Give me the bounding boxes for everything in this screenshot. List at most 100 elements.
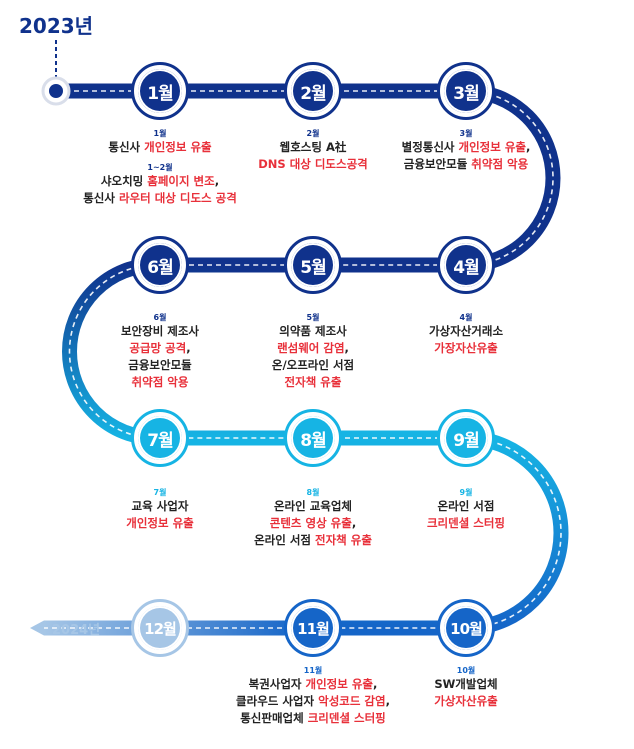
event-line: SW개발업체	[361, 676, 571, 693]
month-node-5: 5월	[284, 236, 342, 294]
end-year-label: 2024년	[52, 623, 101, 638]
month-node-3-label: 3월	[444, 69, 488, 113]
month-node-2-label: 2월	[291, 69, 335, 113]
event-incident-text: 개인정보 유출	[126, 516, 194, 530]
event-target-text: 통신사	[108, 140, 145, 154]
event-incident-text: 홈페이지 변조	[147, 174, 215, 188]
event-month-label: 1월	[153, 129, 167, 138]
event-month-label: 11월	[303, 666, 323, 675]
event-line: 복권사업자 개인정보 유출,	[208, 676, 418, 693]
event-month-label: 1~2월	[147, 163, 173, 172]
event-line: 의약품 제조사	[208, 323, 418, 340]
month-node-7: 7월	[131, 409, 189, 467]
month-node-10: 10월	[437, 599, 495, 657]
event-incident-text: 악성코드 감염	[318, 694, 386, 708]
event-target-text: 통신사	[83, 191, 119, 205]
event-target-text: 온라인 서점	[437, 499, 495, 513]
event-incident-text: 크리덴셜 스터핑	[307, 711, 386, 725]
event-incident-text: 공급망 공격	[129, 341, 187, 355]
event-line: 크리덴셜 스터핑	[361, 515, 571, 532]
month-node-1-label: 1월	[138, 69, 182, 113]
event-target-text: ,	[385, 694, 390, 708]
event-incident-text: 랜섬웨어 감염	[277, 341, 345, 355]
month-node-8: 8월	[284, 409, 342, 467]
event-line: 온라인 서점 전자책 유출	[208, 532, 418, 549]
month-node-8-label: 8월	[291, 416, 335, 460]
event-incident-text: 라우터 대상 디도스 공격	[118, 191, 237, 205]
event-target-text: ,	[526, 140, 531, 154]
start-year-label: 2023년	[19, 14, 94, 38]
event-target-text: 온라인 서점	[254, 533, 315, 547]
month-node-6: 6월	[131, 236, 189, 294]
event-month-label: 8월	[306, 488, 320, 497]
event-incident-text: 취약점 악용	[471, 157, 529, 171]
event-target-text: 금융보안모듈	[403, 157, 472, 171]
event-incident-text: 가상자산유출	[434, 694, 498, 708]
event-target-text: 온라인 교육업체	[273, 499, 353, 513]
month-node-7-label: 7월	[138, 416, 182, 460]
event-line: 온라인 서점	[361, 498, 571, 515]
event-target-text: 클라우드 사업자	[236, 694, 319, 708]
month-node-2: 2월	[284, 62, 342, 120]
start-dot	[49, 84, 63, 98]
event-target-text: 별정통신사	[401, 140, 459, 154]
event-incident-text: 전자책 유출	[315, 533, 372, 547]
event-line: 콘텐츠 영상 유출,	[208, 515, 418, 532]
month-node-11: 11월	[284, 599, 342, 657]
event-line: 교육 사업자	[55, 498, 265, 515]
event-incident-text: 개인정보 유출	[144, 140, 212, 154]
event-line: DNS 대상 디도스공격	[208, 156, 418, 173]
event-incident-text: 개인정보 유출	[305, 677, 373, 691]
event-target-text: ,	[351, 516, 357, 530]
month-node-9-label: 9월	[444, 416, 488, 460]
event-line: 공급망 공격,	[55, 340, 265, 357]
month-node-4: 4월	[437, 236, 495, 294]
month-node-5-label: 5월	[291, 243, 335, 287]
event-target-text: 보안장비 제조사	[120, 324, 200, 338]
event-incident-text: DNS 대상 디도스공격	[258, 157, 368, 171]
event-line: 통신판매업체 크리덴셜 스터핑	[208, 710, 418, 727]
event-line: 취약점 악용	[55, 374, 265, 391]
event-line: 랜섬웨어 감염,	[208, 340, 418, 357]
event-month-label: 10월	[456, 666, 476, 675]
event-target-text: 온/오프라인 서점	[271, 358, 355, 372]
event-target-text: 가상자산거래소	[428, 324, 504, 338]
month-node-3: 3월	[437, 62, 495, 120]
month-node-6-label: 6월	[138, 243, 182, 287]
event-target-text: ,	[373, 677, 378, 691]
event-line: 금융보안모듈 취약점 악용	[361, 156, 571, 173]
event-month-label: 7월	[153, 488, 167, 497]
event-line: 별정통신사 개인정보 유출,	[361, 139, 571, 156]
event-month-label: 5월	[306, 313, 320, 322]
event-line: 통신사 개인정보 유출	[55, 139, 265, 156]
event-line: 보안장비 제조사	[55, 323, 265, 340]
event-line: 전자책 유출	[208, 374, 418, 391]
event-target-text: 복권사업자	[248, 677, 306, 691]
event-incident-text: 크리덴셜 스터핑	[426, 516, 506, 530]
event-line: 클라우드 사업자 악성코드 감염,	[208, 693, 418, 710]
month-node-1: 1월	[131, 62, 189, 120]
end-arrow	[30, 620, 44, 636]
event-incident-text: 콘텐츠 영상 유출	[269, 516, 352, 530]
event-incident-text: 취약점 악용	[131, 375, 189, 389]
road-row-1-2-dashes	[56, 90, 554, 266]
event-incident-text: 전자책 유출	[284, 375, 342, 389]
event-target-text: 통신판매업체	[240, 711, 308, 725]
event-month-label: 6월	[153, 313, 167, 322]
event-target-text: ,	[214, 174, 220, 188]
month-node-10-label: 10월	[444, 606, 488, 650]
event-month-label: 9월	[459, 488, 473, 497]
event-line: 온/오프라인 서점	[208, 357, 418, 374]
event-target-text: 교육 사업자	[131, 499, 189, 513]
road-row-2-3-dashes	[68, 264, 300, 439]
month-node-4-label: 4월	[444, 243, 488, 287]
month-node-12-label: 12월	[138, 606, 182, 650]
event-target-text: 금융보안모듈	[128, 358, 192, 372]
event-line: 가상자산유출	[361, 693, 571, 710]
event-line: 웹호스팅 A社	[208, 139, 418, 156]
